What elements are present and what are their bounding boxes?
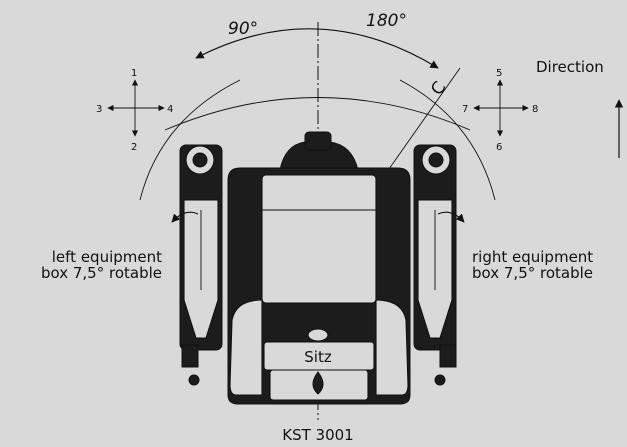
rotation-arcs — [139, 28, 496, 201]
machine-body — [181, 131, 457, 405]
cross-right-right: 8 — [532, 104, 538, 115]
direction-label: Direction — [536, 58, 604, 76]
direction-cross-right — [473, 79, 529, 137]
right-rotation-arrow — [437, 211, 465, 223]
model-label: KST 3001 — [282, 426, 353, 444]
right-box-label-line2: box 7,5° rotable — [472, 264, 593, 282]
cross-left-up: 1 — [131, 68, 137, 79]
cross-left-down: 2 — [131, 142, 137, 153]
cross-right-left: 7 — [462, 104, 468, 115]
right-box-label-line1: right equipment — [472, 248, 593, 266]
right-equipment-box — [413, 144, 457, 386]
cross-right-down: 6 — [496, 142, 502, 153]
left-box-label-line2: box 7,5° rotable — [41, 264, 162, 282]
c-axis-label: C — [427, 78, 450, 99]
angle-180-label: 180° — [366, 11, 407, 31]
cross-left-left: 3 — [96, 104, 102, 115]
left-rotation-arrow — [171, 211, 199, 223]
cross-left-right: 4 — [167, 104, 173, 115]
seat-label: Sitz — [304, 348, 332, 366]
direction-cross-left — [107, 79, 165, 137]
angle-90-label: 90° — [228, 19, 258, 39]
cross-right-up: 5 — [496, 68, 502, 79]
left-box-label-line1: left equipment — [52, 248, 162, 266]
left-equipment-box — [179, 144, 223, 386]
